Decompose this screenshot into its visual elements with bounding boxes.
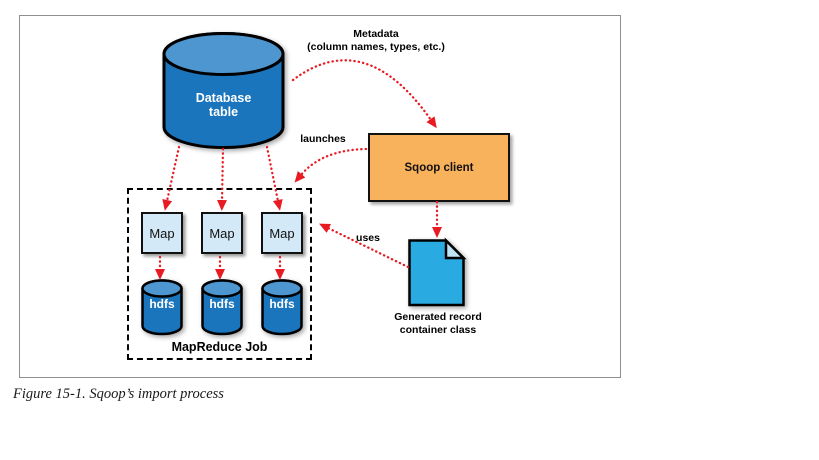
figure-caption: Figure 15-1. Sqoop’s import process <box>13 386 224 402</box>
arrows-layer <box>155 59 442 280</box>
generated-class-icon-wrap <box>408 237 467 307</box>
hdfs-cylinder-top-1 <box>141 279 183 298</box>
hdfs-label-2: hdfs <box>209 297 235 311</box>
mapreduce-job-label: MapReduce Job <box>171 340 268 354</box>
metadata-label-line1: Metadata <box>353 28 399 40</box>
hdfs-cylinder-top-2 <box>201 279 243 298</box>
database-cylinder: Database table <box>162 32 285 150</box>
hdfs-cylinder-1: hdfs <box>141 279 183 336</box>
metadata-label: Metadata (column names, types, etc.) <box>307 28 445 53</box>
hdfs-cylinder-3: hdfs <box>261 279 303 336</box>
hdfs-cylinder-shape-3 <box>261 279 303 336</box>
map-box-3: Map <box>261 212 303 254</box>
launches-arrow <box>294 147 368 183</box>
map-label-1: Map <box>149 225 175 241</box>
generated-class-label-line2: container class <box>399 323 477 336</box>
sqoop-client-box: Sqoop client <box>368 133 510 202</box>
document-icon <box>408 237 467 307</box>
launches-label: launches <box>300 133 346 145</box>
figure-frame: Database table Metadata (column names, t… <box>19 15 621 378</box>
map-label-2: Map <box>209 225 235 241</box>
hdfs-cylinder-2: hdfs <box>201 279 243 336</box>
metadata-arrow <box>291 59 437 129</box>
database-table-label: Database table <box>162 91 285 120</box>
database-label-line2: table <box>208 105 239 120</box>
hdfs-label-1: hdfs <box>149 297 175 311</box>
database-label-line1: Database <box>195 91 252 105</box>
database-cylinder-top <box>162 32 285 76</box>
hdfs-cylinder-top-3 <box>261 279 303 298</box>
hdfs-label-3: hdfs <box>269 297 295 311</box>
generated-class-label-line1: Generated record <box>394 311 482 323</box>
database-cylinder-shape <box>162 32 285 149</box>
mapreduce-job-box: MapReduce Job <box>127 188 312 360</box>
uses-label: uses <box>356 232 380 244</box>
hdfs-cylinder-shape-2 <box>201 279 243 336</box>
hdfs-cylinder-shape-1 <box>141 279 183 336</box>
map-label-3: Map <box>269 225 295 241</box>
map-box-1: Map <box>141 212 183 254</box>
document-fold-corner <box>444 237 467 260</box>
metadata-label-line2: (column names, types, etc.) <box>307 40 445 53</box>
generated-class-label: Generated record container class <box>394 311 482 336</box>
map-box-2: Map <box>201 212 243 254</box>
sqoop-client-label: Sqoop client <box>404 161 474 174</box>
